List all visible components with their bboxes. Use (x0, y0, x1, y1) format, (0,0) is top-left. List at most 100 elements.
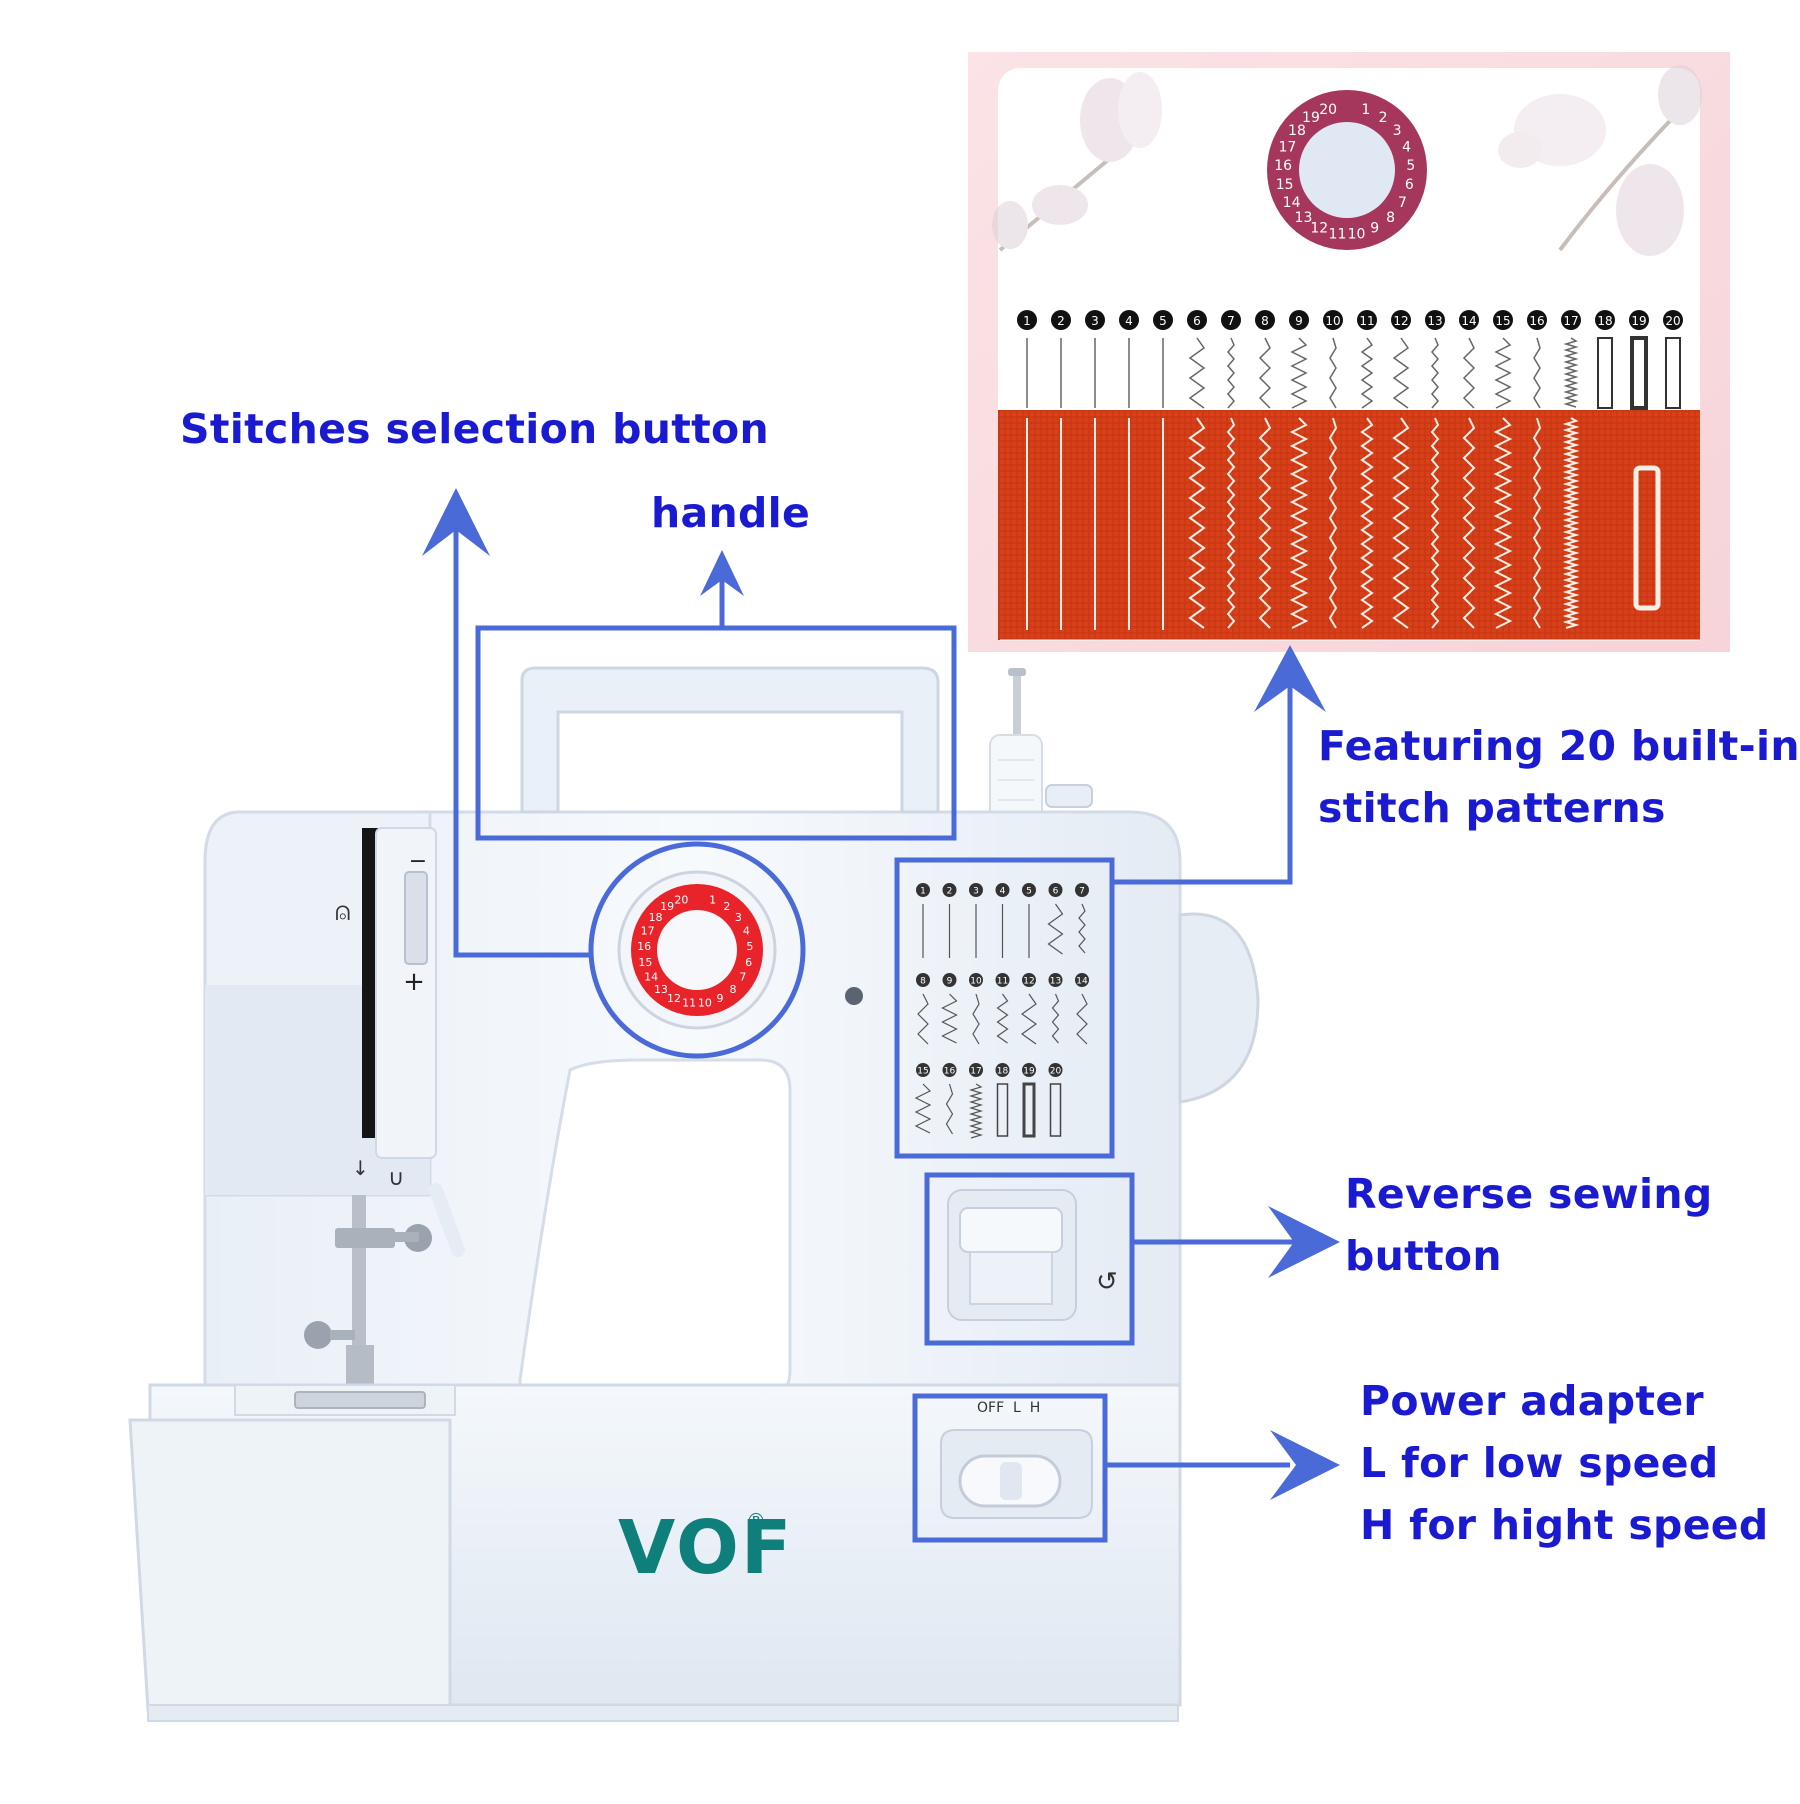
machine-buttonhole-stitch (1022, 1082, 1036, 1138)
dial-number: 12 (667, 992, 681, 1005)
magnolia-right-decoration (1498, 65, 1702, 256)
dial-number: 1 (709, 893, 716, 906)
stitch-number-badge (1527, 310, 1547, 330)
stitch-number-badge (1017, 310, 1037, 330)
stitch-number: 13 (1427, 314, 1442, 328)
stitch-number-badge (1051, 310, 1071, 330)
machine-stitch-badge (1022, 1063, 1036, 1077)
stitch-length-dial[interactable] (404, 871, 428, 965)
fabric-stitch (1493, 417, 1513, 629)
fabric-stitch (1289, 417, 1309, 629)
stitches-selection-label: Stitches selection button (180, 405, 770, 453)
power-speed-switch[interactable]: OFF L H (940, 1400, 1093, 1519)
machine-stitch-badge (1075, 973, 1089, 987)
power-highlight-box (912, 1393, 1108, 1543)
machine-stitch-line (996, 993, 1009, 1044)
machine-stitch-badge (995, 883, 1010, 897)
stitch-number-badge (1561, 310, 1581, 330)
reverse-sewing-lever[interactable]: ↺ (947, 1189, 1118, 1321)
stitch-pattern-line (1258, 337, 1272, 409)
stitch-number: 12 (1393, 314, 1408, 328)
dial-number: 7 (739, 971, 746, 984)
machine-buttonhole-stitch (1049, 1083, 1062, 1137)
stitch-number: 1 (1023, 314, 1031, 328)
stitch-number-badge (1289, 310, 1309, 330)
dial-number: 5 (746, 940, 753, 953)
machine-stitch-number: 13 (1050, 977, 1061, 987)
machine-stitch-line (917, 993, 929, 1045)
machine-stitch-badge (1022, 883, 1036, 897)
machine-stitch-badge (969, 883, 983, 897)
stitch-number: 10 (1325, 314, 1340, 328)
reverse-icon: ↺ (1096, 1267, 1118, 1297)
machine-stitch-number: 11 (997, 977, 1008, 987)
inset-dial-number: 5 (1406, 158, 1415, 174)
accessory-box[interactable] (128, 1418, 452, 1712)
stitch-pattern-line (1462, 337, 1476, 409)
handwheel[interactable] (1178, 912, 1260, 1104)
inset-dial-number: 6 (1405, 177, 1414, 193)
machine-stitch-number: 20 (1050, 1067, 1062, 1077)
carry-handle[interactable] (520, 666, 940, 814)
power-adapter-line-3: H for hight speed (1360, 1501, 1769, 1549)
presser-foot-icon: ⍝ (335, 897, 351, 927)
reverse-highlight-box (924, 1172, 1135, 1346)
sewing-machine: − + ⍝ ↓ ∪ (128, 666, 1260, 1722)
stitch-number-badge (1391, 310, 1411, 330)
machine-stitch-badge (1022, 973, 1036, 987)
reverse-sewing-line-1: Reverse sewing (1345, 1170, 1713, 1218)
inset-dial-number: 18 (1288, 123, 1306, 139)
machine-stitch-number: 4 (1000, 887, 1006, 897)
machine-stitch-number: 19 (1023, 1067, 1035, 1077)
dial-number: 18 (649, 911, 663, 924)
machine-stitch-number: 16 (944, 1067, 956, 1077)
machine-stitch-line (1078, 903, 1086, 954)
stitch-number-badge (1595, 310, 1615, 330)
built-in-patterns-line-2: stitch patterns (1318, 784, 1666, 832)
stitch-number: 15 (1495, 314, 1510, 328)
machine-stitch-number: 6 (1053, 887, 1059, 897)
brand-logo: VOF (618, 1505, 793, 1591)
machine-stitch-badge (916, 1063, 930, 1077)
stitches-selection-arrow-line (453, 512, 591, 958)
stitch-number-badge (1425, 310, 1445, 330)
spool-pin (989, 668, 1043, 828)
machine-stitch-badge (1075, 883, 1089, 897)
machine-stitch-badge (995, 1063, 1010, 1077)
presser-lever[interactable] (429, 1183, 465, 1257)
inset-dial-number: 3 (1393, 123, 1402, 139)
machine-stitch-line (972, 993, 980, 1045)
stitch-number-badge (1255, 310, 1275, 330)
inset-dial-number: 4 (1402, 140, 1411, 156)
dial-number: 11 (682, 996, 696, 1009)
thread-hook-icon: ∪ (388, 1166, 404, 1191)
patterns-arrow-line (1112, 668, 1293, 885)
stitch-number: 5 (1159, 314, 1167, 328)
buttonhole-stitch (1597, 337, 1613, 409)
stitch-number: 3 (1091, 314, 1099, 328)
fabric-stitch (1328, 417, 1338, 629)
machine-stitch-number: 9 (947, 977, 953, 987)
stitch-pattern-line (1290, 337, 1308, 409)
fabric-stitch (1188, 417, 1206, 629)
stitch-number: 11 (1359, 314, 1374, 328)
dial-number: 9 (716, 992, 723, 1005)
inset-dial-number: 15 (1276, 177, 1294, 193)
dial-number: 4 (743, 925, 750, 938)
dial-highlight-circle (588, 841, 806, 1059)
machine-stitch-badge (969, 973, 983, 987)
fabric-stitch (1532, 417, 1542, 629)
machine-stitch-badge (969, 1063, 983, 1077)
dial-number: 13 (654, 983, 668, 996)
stitch-pattern-line (1494, 337, 1512, 409)
machine-stitch-badge (942, 973, 957, 987)
stitch-number-badge (1357, 310, 1377, 330)
dial-number: 16 (637, 940, 651, 953)
fabric-stitch (1430, 417, 1440, 629)
handle-highlight-box (475, 625, 957, 841)
callout-graphics (453, 512, 1295, 1543)
